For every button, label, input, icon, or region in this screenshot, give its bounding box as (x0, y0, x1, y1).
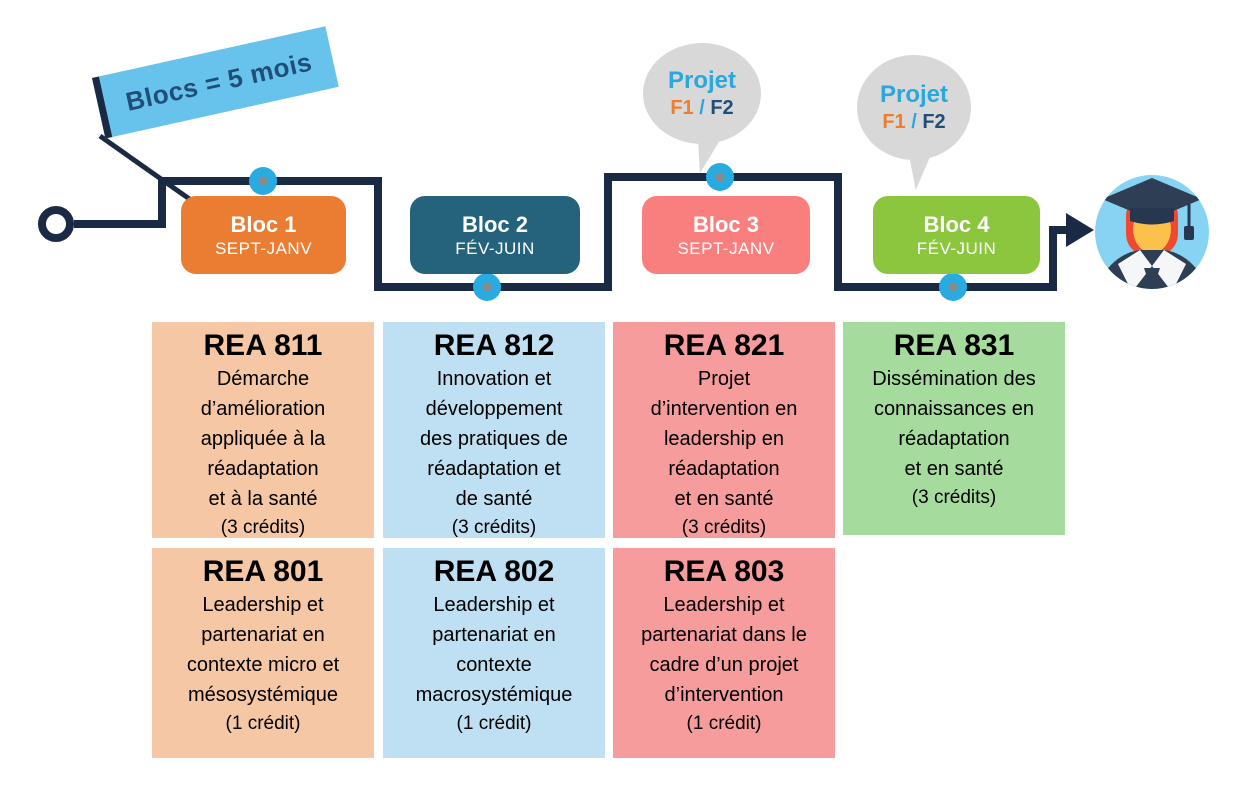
avatar-collar-left (1118, 250, 1152, 289)
bubble-f1-label: F1 (882, 110, 906, 133)
bloc-period: SEPT-JANV (214, 238, 313, 258)
course-line: contexte micro et (186, 654, 340, 676)
bubble-title: Projet (667, 66, 736, 94)
course-line: Projet (697, 368, 751, 390)
course-card-rea-812: REA 812 Innovation et développement des … (383, 322, 605, 538)
course-code: REA 801 (202, 555, 324, 588)
course-line: Dissémination des (872, 368, 1036, 390)
course-line: Leadership et (663, 594, 785, 616)
course-code: REA 812 (433, 329, 555, 362)
bubble-subtitle: F1 / F2 (670, 95, 733, 121)
course-code: REA 803 (663, 555, 785, 588)
projet-bubble-2: Projet F1 / F2 (857, 55, 971, 160)
bubble-title: Projet (879, 80, 948, 108)
course-line: développement (425, 398, 563, 420)
course-line: Leadership et (202, 594, 324, 616)
course-line: réadaptation et (427, 458, 561, 480)
course-line: Leadership et (433, 594, 555, 616)
course-line: mésosystémique (187, 684, 339, 706)
milestone-dot-inner (258, 176, 268, 186)
milestone-dot-2 (473, 273, 501, 301)
course-line: d’intervention en (650, 398, 798, 420)
milestone-dot-inner (715, 172, 725, 182)
banner-leader-line (98, 133, 200, 208)
bloc-name: Bloc 2 (461, 211, 529, 237)
course-code: REA 821 (663, 329, 785, 362)
avatar-cap-band (1130, 208, 1174, 225)
course-line: réadaptation (898, 428, 1010, 450)
course-line: Démarche (216, 368, 310, 390)
bloc-period: FÉV-JUIN (455, 238, 535, 258)
course-line: cadre d’un projet (649, 654, 799, 676)
avatar-gown-center (1144, 268, 1160, 289)
course-line: partenariat en (432, 624, 556, 646)
bubble-f1-label: F1 (670, 96, 694, 119)
course-line: d’amélioration (200, 398, 326, 420)
bloc-period: FÉV-JUIN (916, 238, 997, 258)
course-line: des pratiques de (420, 428, 568, 450)
bubble-f2-label: F2 (710, 96, 734, 119)
graduate-avatar-icon (1094, 174, 1210, 290)
course-card-rea-821: REA 821 Projet d’intervention en leaders… (613, 322, 835, 538)
graduate-avatar-svg (1095, 175, 1209, 289)
course-credits: (1 crédit) (225, 713, 301, 734)
course-card-rea-803: REA 803 Leadership et partenariat dans l… (613, 548, 835, 758)
bubble-f2-label: F2 (922, 110, 946, 133)
timeline-path (74, 173, 1070, 291)
course-line: Innovation et (436, 368, 552, 390)
course-code: REA 811 (203, 329, 323, 362)
bloc-3-pill: Bloc 3 SEPT-JANV (642, 196, 810, 274)
milestone-dot-3 (706, 163, 734, 191)
bloc-name: Bloc 4 (923, 211, 990, 237)
course-credits: (3 crédits) (681, 517, 767, 538)
course-card-rea-811: REA 811 Démarche d’amélioration appliqué… (152, 322, 374, 538)
avatar-tassel (1184, 226, 1194, 240)
bloc-name: Bloc 1 (230, 211, 297, 237)
course-line: et à la santé (208, 488, 318, 510)
course-code: REA 802 (433, 555, 555, 588)
course-line: réadaptation (207, 458, 319, 480)
course-card-rea-831: REA 831 Dissémination des connaissances … (843, 322, 1065, 535)
bloc-name: Bloc 3 (692, 211, 760, 237)
bubble-subtitle: F1 / F2 (882, 109, 945, 135)
bloc-1-pill: Bloc 1 SEPT-JANV (181, 196, 346, 274)
projet-bubble-1: Projet F1 / F2 (643, 43, 761, 144)
milestone-dot-1 (249, 167, 277, 195)
course-line: réadaptation (668, 458, 780, 480)
avatar-mortarboard (1102, 178, 1202, 220)
course-line: de santé (455, 488, 533, 510)
milestone-dot-inner (482, 282, 492, 292)
milestone-dot-inner (948, 282, 958, 292)
course-credits: (3 crédits) (451, 517, 537, 538)
course-credits: (1 crédit) (686, 713, 762, 734)
course-line: appliquée à la (200, 428, 326, 450)
timeline-arrowhead-icon (1066, 213, 1094, 247)
course-line: macrosystémique (415, 684, 573, 706)
bloc-period: SEPT-JANV (677, 238, 775, 258)
course-line: contexte (456, 654, 532, 676)
milestone-dot-4 (939, 273, 967, 301)
bubble-separator: / (905, 110, 923, 133)
course-credits: (3 crédits) (911, 487, 997, 508)
bubble-separator: / (693, 96, 711, 119)
bloc-2-pill: Bloc 2 FÉV-JUIN (410, 196, 580, 274)
course-line: leadership en (663, 428, 785, 450)
course-code: REA 831 (893, 329, 1015, 362)
course-line: et en santé (904, 458, 1004, 480)
course-credits: (3 crédits) (220, 517, 306, 538)
avatar-collar-right (1152, 250, 1186, 289)
course-line: partenariat en (201, 624, 325, 646)
course-card-rea-801: REA 801 Leadership et partenariat en con… (152, 548, 374, 758)
course-line: connaissances en (873, 398, 1035, 420)
course-credits: (1 crédit) (456, 713, 532, 734)
timeline-start-circle (38, 206, 74, 242)
bloc-4-pill: Bloc 4 FÉV-JUIN (873, 196, 1040, 274)
course-line: d’intervention (664, 684, 784, 706)
course-line: et en santé (674, 488, 774, 510)
course-line: partenariat dans le (641, 624, 807, 646)
course-card-rea-802: REA 802 Leadership et partenariat en con… (383, 548, 605, 758)
